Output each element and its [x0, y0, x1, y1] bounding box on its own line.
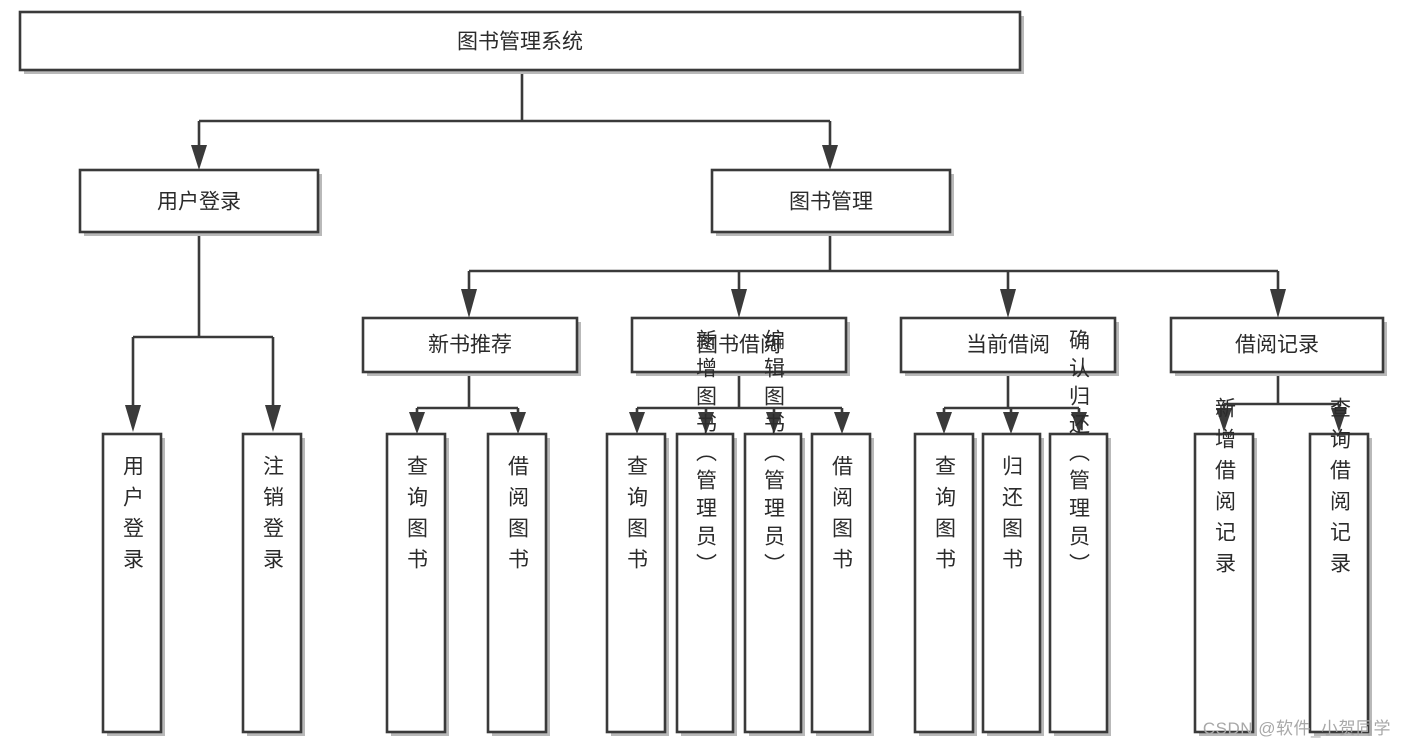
- node-label: 用户登录: [121, 455, 145, 579]
- node-user-login[interactable]: 用户登录: [78, 168, 322, 236]
- node-rect: [630, 316, 848, 374]
- arrow-head-icon: [936, 412, 952, 434]
- node-rect: [710, 168, 952, 234]
- node-current-borrowing[interactable]: 当前借阅: [899, 316, 1119, 376]
- arrow-head-icon: [766, 412, 782, 434]
- node-label: 借阅图书: [830, 455, 854, 579]
- leaf-user-login-signout[interactable]: 注销登录: [241, 432, 305, 736]
- leaf-user-login-signin[interactable]: 用户登录: [101, 432, 165, 736]
- leaf-borrow-borrow-book[interactable]: 借阅图书: [810, 432, 874, 736]
- node-borrowing-records[interactable]: 借阅记录: [1169, 316, 1387, 376]
- node-label: 查询借阅记录: [1328, 397, 1352, 583]
- node-label: 图书借阅: [697, 334, 781, 357]
- node-label: 新增图书（管理员）: [694, 329, 718, 581]
- arrow-head-icon: [510, 412, 526, 434]
- leaf-records-query-record[interactable]: 查询借阅记录: [1308, 397, 1372, 736]
- arrow-head-icon: [822, 145, 838, 170]
- node-rect: [1308, 432, 1370, 734]
- arrow-head-icon: [731, 289, 747, 318]
- node-rect: [101, 432, 163, 734]
- node-label: 查询图书: [405, 455, 429, 579]
- leaf-current-query-book[interactable]: 查询图书: [913, 432, 977, 736]
- node-label: 编辑图书（管理员）: [762, 329, 786, 581]
- node-label: 查询图书: [933, 455, 957, 579]
- node-label: 借阅图书: [506, 455, 530, 579]
- node-rect: [385, 432, 447, 734]
- node-label: 确认归还（管理员）: [1067, 329, 1091, 581]
- node-label: 图书管理系统: [457, 31, 583, 54]
- arrow-head-icon: [265, 405, 281, 432]
- node-label: 新书推荐: [428, 334, 512, 357]
- leaf-current-confirm-return-admin[interactable]: 确认归还（管理员）: [1048, 329, 1111, 736]
- arrow-head-icon: [1000, 289, 1016, 318]
- leaf-new-book-borrow[interactable]: 借阅图书: [486, 432, 550, 736]
- leaf-borrow-add-book-admin[interactable]: 新增图书（管理员）: [675, 329, 737, 736]
- node-rect: [675, 432, 735, 734]
- node-rect: [913, 432, 975, 734]
- connector-layer: [125, 70, 1347, 434]
- arrow-head-icon: [698, 412, 714, 434]
- arrow-head-icon: [125, 405, 141, 432]
- node-rect: [78, 168, 320, 234]
- arrow-head-icon: [1071, 412, 1087, 434]
- arrow-head-icon: [1216, 408, 1232, 432]
- arrow-head-icon: [834, 412, 850, 434]
- node-rect: [18, 10, 1022, 72]
- node-book-management[interactable]: 图书管理: [710, 168, 954, 236]
- node-rect: [1048, 432, 1109, 734]
- node-label: 用户登录: [157, 191, 241, 214]
- node-book-borrowing[interactable]: 图书借阅: [630, 316, 850, 376]
- node-rect: [605, 432, 667, 734]
- arrow-head-icon: [1270, 289, 1286, 318]
- leaf-records-add-record[interactable]: 新增借阅记录: [1193, 397, 1257, 736]
- node-label: 当前借阅: [966, 334, 1050, 357]
- node-rect: [1169, 316, 1385, 374]
- node-root-book-management-system[interactable]: 图书管理系统: [18, 10, 1024, 74]
- node-label: 注销登录: [261, 455, 285, 579]
- leaf-new-book-query[interactable]: 查询图书: [385, 432, 449, 736]
- arrow-head-icon: [1003, 412, 1019, 434]
- node-rect: [241, 432, 303, 734]
- watermark-text: CSDN @软件_小贺同学: [1202, 719, 1391, 738]
- node-label: 图书管理: [789, 191, 873, 214]
- arrow-head-icon: [191, 145, 207, 170]
- node-label: 新增借阅记录: [1213, 397, 1237, 583]
- node-label: 借阅记录: [1235, 334, 1319, 357]
- leaf-borrow-edit-book-admin[interactable]: 编辑图书（管理员）: [743, 329, 805, 736]
- node-rect: [486, 432, 548, 734]
- arrow-head-icon: [409, 412, 425, 434]
- node-rect: [361, 316, 579, 374]
- node-rect: [981, 432, 1042, 734]
- leaf-current-return-book[interactable]: 归还图书: [981, 432, 1044, 736]
- node-rect: [743, 432, 803, 734]
- node-label: 归还图书: [1000, 455, 1024, 579]
- arrow-head-icon: [1331, 408, 1347, 432]
- node-rect: [810, 432, 872, 734]
- arrow-head-icon: [629, 412, 645, 434]
- arrow-head-icon: [461, 289, 477, 318]
- node-rect: [1193, 432, 1255, 734]
- node-rect: [899, 316, 1117, 374]
- node-label: 查询图书: [625, 455, 649, 579]
- node-new-book-recommendation[interactable]: 新书推荐: [361, 316, 581, 376]
- leaf-borrow-query-book[interactable]: 查询图书: [605, 432, 669, 736]
